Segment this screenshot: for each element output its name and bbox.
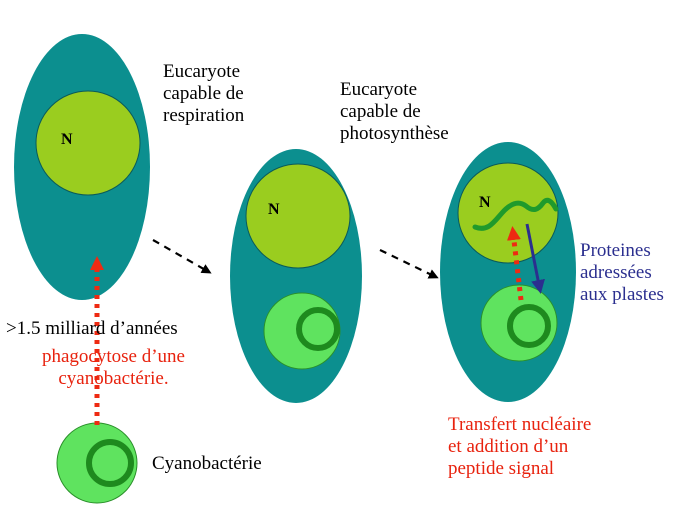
- nuclear-gene-squiggle: [472, 197, 559, 231]
- transition-arrow-1: [152, 239, 212, 274]
- nucleus-label-2: N: [268, 201, 280, 218]
- label-phagocytosis: phagocytose d’une cyanobactérie.: [42, 346, 185, 389]
- label-eukaryote-photosynthesis: Eucaryote capable de photosynthèse: [340, 79, 449, 144]
- nucleus-label-1: N: [61, 131, 73, 148]
- protein-targeting-arrow: [525, 223, 545, 294]
- cell-2-nucleus: [245, 163, 351, 269]
- nucleus-label-3: N: [479, 194, 491, 211]
- label-nuclear-transfer: Transfert nucléaire et addition d’un pep…: [448, 414, 592, 479]
- cell-3-nucleus: [457, 162, 559, 264]
- label-time: >1.5 milliard d’années: [6, 318, 178, 339]
- cyanobacterium-ring: [86, 439, 134, 487]
- cell-3-plastid-ring: [507, 304, 551, 348]
- cell-1-nucleus: [35, 90, 141, 196]
- cell-2-plastid-ring: [296, 307, 340, 351]
- nuclear-transfer-arrow: [506, 226, 524, 301]
- label-cyanobacterium: Cyanobactérie: [152, 453, 262, 474]
- cyanobacterium: [56, 422, 138, 504]
- label-eukaryote-respiration: Eucaryote capable de respiration: [163, 61, 245, 126]
- transition-arrow-2: [379, 249, 439, 279]
- label-proteins: Proteines adressées aux plastes: [580, 240, 664, 305]
